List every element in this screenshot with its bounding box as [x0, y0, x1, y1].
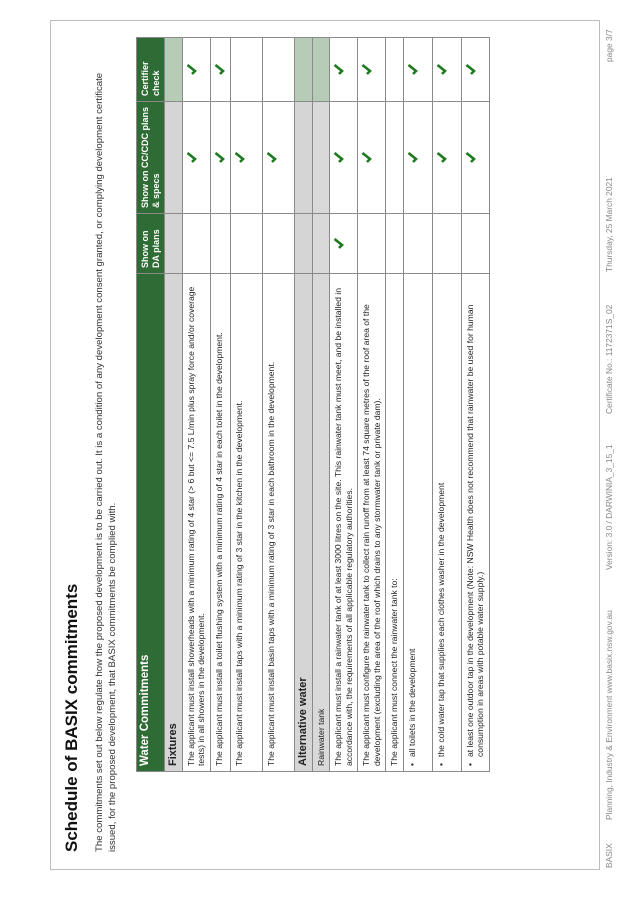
commitment-text: The applicant must install a rainwater t… — [329, 273, 358, 772]
connect-intro: The applicant must connect the rainwater… — [389, 578, 399, 766]
bullet-text: all toilets in the development — [406, 648, 417, 757]
table-row: The applicant must install basin taps wi… — [262, 37, 295, 772]
bullet-icon: • — [464, 762, 475, 766]
tick-icon — [214, 63, 225, 75]
commitment-text: The applicant must install basin taps wi… — [262, 273, 295, 772]
tick-icon — [361, 151, 372, 163]
commitment-text: The applicant must install a toilet flus… — [210, 273, 231, 772]
footer-page-number: page 3/7 — [604, 29, 614, 62]
section-title-fixtures: Fixtures — [164, 273, 182, 772]
list-item: • at least one outdoor tap in the develop… — [461, 37, 489, 772]
footer-date: Thursday, 25 March 2021 — [604, 177, 614, 272]
table-row: The applicant must install a toilet flus… — [210, 37, 231, 772]
col-header-cc-plans: Show on CC/CDC plans & specs — [136, 101, 165, 214]
bullet-icon: • — [406, 762, 417, 766]
table-row: The applicant must connect the rainwater… — [385, 37, 403, 772]
section-title-alternative-water: Alternative water — [294, 273, 312, 772]
footer-basix: BASIX — [604, 843, 614, 868]
col-header-commitments: Water Commitments — [136, 273, 165, 772]
table-header-row: Water Commitments Show on DA plans Show … — [136, 37, 165, 772]
tick-icon — [234, 151, 245, 163]
tick-icon — [407, 63, 418, 75]
table-row: The applicant must configure the rainwat… — [357, 37, 386, 772]
bullet-text: at least one outdoor tap in the developm… — [464, 304, 486, 757]
tick-icon — [436, 151, 447, 163]
tick-icon — [266, 151, 277, 163]
table-row: The applicant must install showerheads w… — [182, 37, 210, 772]
tick-icon — [186, 151, 197, 163]
water-commitments-table: Water Commitments Show on DA plans Show … — [136, 37, 490, 772]
table-row: The applicant must install taps with a m… — [230, 37, 263, 772]
commitment-text: The applicant must install taps with a m… — [230, 273, 263, 772]
subsection-title-rainwater-tank: Rainwater tank — [312, 273, 330, 772]
footer-department: Planning, Industry & Environment www.bas… — [604, 610, 614, 820]
commitment-text: The applicant must install showerheads w… — [182, 273, 210, 772]
table-row: The applicant must install a rainwater t… — [329, 37, 358, 772]
tick-icon — [465, 63, 476, 75]
list-item: • all toilets in the development — [403, 37, 432, 772]
commitment-text: The applicant must connect the rainwater… — [385, 273, 403, 772]
intro-paragraph: The commitments set out below regulate h… — [94, 72, 118, 852]
tick-icon — [186, 63, 197, 75]
list-item: • the cold water tap that supplies each c… — [432, 37, 461, 772]
commitment-text: The applicant must configure the rainwat… — [357, 273, 386, 772]
tick-icon — [407, 151, 418, 163]
bullet-text: the cold water tap that supplies each cl… — [435, 482, 446, 757]
tick-icon — [436, 63, 447, 75]
section-row-alternative-water: Alternative water — [294, 37, 312, 772]
tick-icon — [333, 151, 344, 163]
col-header-da-plans: Show on DA plans — [136, 213, 165, 274]
section-row-fixtures: Fixtures — [164, 37, 182, 772]
footer-certificate: Certificate No.: 1172371S_02 — [604, 304, 614, 414]
tick-icon — [333, 237, 344, 249]
tick-icon — [333, 63, 344, 75]
bullet-icon: • — [435, 762, 446, 766]
col-header-certifier: Certifier check — [136, 37, 165, 102]
subsection-row-rainwater-tank: Rainwater tank — [312, 37, 330, 772]
page-title: Schedule of BASIX commitments — [62, 583, 81, 852]
footer-version: Version: 3.0 / DARWINIA_3_15_1 — [604, 444, 614, 570]
tick-icon — [465, 151, 476, 163]
tick-icon — [214, 151, 225, 163]
tick-icon — [361, 63, 372, 75]
